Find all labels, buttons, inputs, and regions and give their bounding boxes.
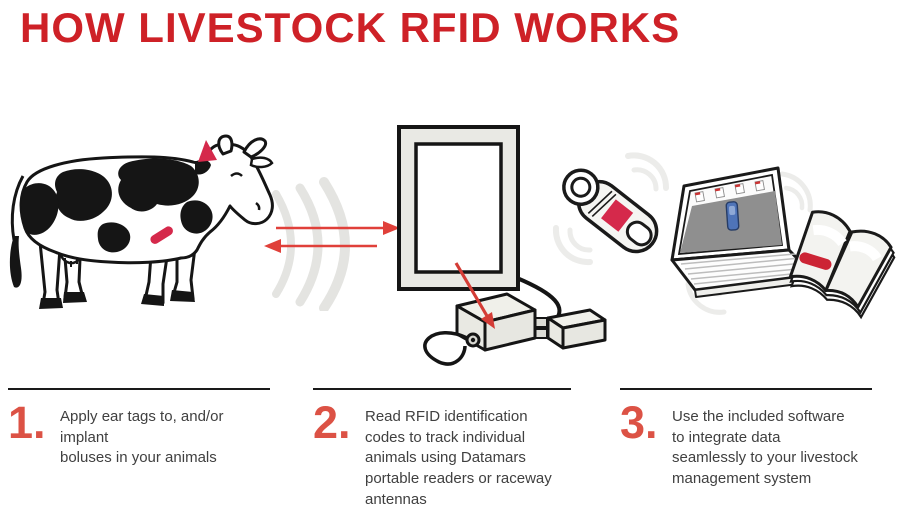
laptop-base-edge xyxy=(694,274,814,298)
step-1-number: 1. xyxy=(8,397,46,448)
laptop-management-software-icon xyxy=(670,166,814,315)
step-3-number: 3. xyxy=(620,397,658,448)
step-2: 2. Read RFID identification codes to tra… xyxy=(313,388,571,510)
reader-module-box xyxy=(546,308,607,350)
livestock-record-book-icon xyxy=(788,210,896,320)
reader-red-button xyxy=(601,199,634,232)
antenna-inner-frame xyxy=(414,142,503,274)
loop-cable xyxy=(423,331,468,366)
reader-ring-hole xyxy=(570,176,592,198)
raceway-antenna-panel-icon xyxy=(397,125,607,366)
cow-with-red-ear-tag-and-bolus-icon xyxy=(9,134,274,309)
bolus-icon xyxy=(150,226,173,244)
step-3-text: Use the included software to integrate d… xyxy=(672,408,858,488)
cow-spots xyxy=(21,158,213,253)
stick-reader-body xyxy=(562,168,659,254)
step-2-number: 2. xyxy=(313,397,351,448)
handheld-rfid-stick-reader-icon xyxy=(552,152,670,266)
cow-eye xyxy=(230,172,243,177)
cow-hooves xyxy=(39,290,195,309)
step-3: 3. Use the included software to integrat… xyxy=(620,388,872,490)
cow-tail xyxy=(10,175,25,241)
step-1-text: Apply ear tags to, and/or implant boluse… xyxy=(60,408,224,467)
step-1: 1. Apply ear tags to, and/or implant bol… xyxy=(8,388,270,469)
step-2-text: Read RFID identification codes to track … xyxy=(365,408,552,508)
reader-control-box-icon xyxy=(455,292,537,352)
page-title: HOW LIVESTOCK RFID WORKS xyxy=(20,4,681,51)
cable-jack-pin xyxy=(470,337,476,343)
cow-horns xyxy=(217,134,268,159)
open-book xyxy=(788,210,896,320)
pointer-arrow-head xyxy=(481,312,495,329)
bidirectional-transmission-arrows-icon xyxy=(264,221,400,253)
handheld-signal-waves xyxy=(552,152,670,266)
pointer-arrow-line xyxy=(454,262,489,317)
ear-tag-icon xyxy=(198,140,217,162)
red-bookmark xyxy=(799,252,832,270)
cow-tail-tip xyxy=(9,236,22,288)
rfid-signal-waves-icon xyxy=(264,177,400,311)
usb-reader-on-screen xyxy=(725,201,740,231)
reader-grip-lines xyxy=(587,190,617,218)
software-toolbar-icons xyxy=(694,180,765,203)
cow-nostril xyxy=(255,202,261,211)
reader-display-slot xyxy=(625,220,653,247)
book-page-highlight xyxy=(812,224,882,262)
cow-ear xyxy=(249,156,274,169)
book-spine xyxy=(825,233,852,290)
